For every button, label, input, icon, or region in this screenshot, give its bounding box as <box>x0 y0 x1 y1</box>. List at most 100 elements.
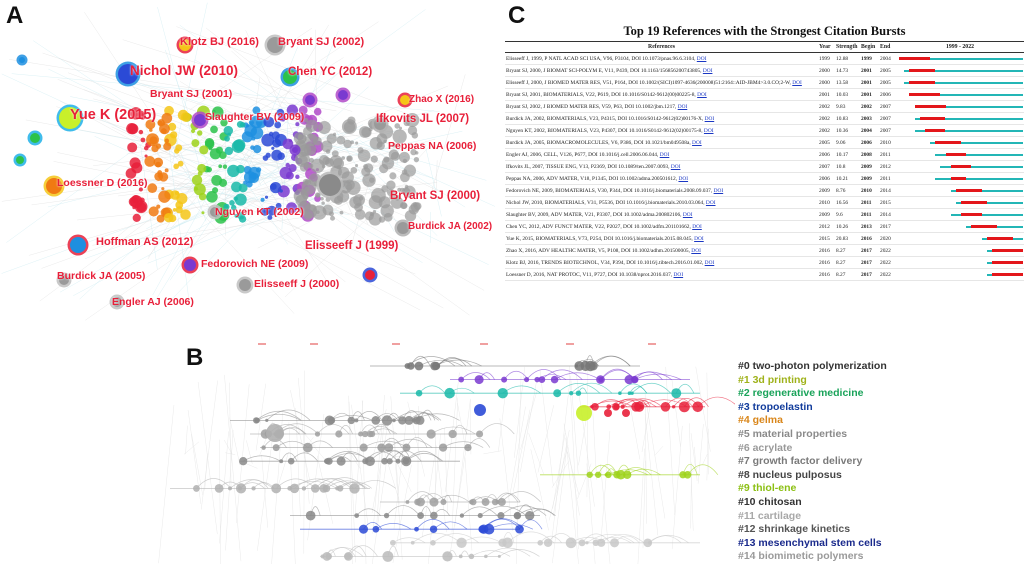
burst-row: Engler AJ, 2006, CELL, V126, P677, DOI 1… <box>505 148 1024 161</box>
timeline-node <box>417 512 425 520</box>
doi-link[interactable]: DOI <box>713 187 724 194</box>
network-node-label: Nguyen KT (2002) <box>215 206 304 218</box>
doi-link[interactable]: DOI <box>673 271 684 278</box>
timeline-link <box>219 431 229 544</box>
doi-link[interactable]: DOI <box>704 115 715 122</box>
reference-cell: Nichol JW, 2010, BIOMATERIALS, V31, P553… <box>505 196 818 209</box>
timeline-node <box>401 456 412 467</box>
timeline-arc <box>442 441 484 448</box>
timeline-arc <box>356 508 381 516</box>
timeline-arc <box>501 491 541 503</box>
reference-cell-text: Engler AJ, 2006, CELL, V126, P677, DOI 1… <box>506 151 659 158</box>
timeline-node <box>301 486 307 491</box>
doi-link[interactable]: DOI <box>682 211 693 218</box>
timeline-node <box>609 538 620 548</box>
doi-link[interactable]: DOI <box>691 247 701 254</box>
doi-link[interactable]: DOI <box>670 163 681 170</box>
network-node <box>318 155 330 166</box>
timeline-node <box>524 377 530 383</box>
timeline-node <box>337 485 344 492</box>
timeline-arc <box>608 469 648 476</box>
doi-link[interactable]: DOI <box>792 79 802 86</box>
timeline-link <box>690 433 696 468</box>
timeline-link <box>297 377 310 504</box>
network-node <box>355 141 359 145</box>
burst-timeline-cell <box>896 184 1024 197</box>
doi-link[interactable]: DOI <box>705 199 716 206</box>
doi-link[interactable]: DOI <box>678 175 689 182</box>
timeline-link <box>197 381 218 535</box>
burst-timeline-cell <box>896 76 1024 89</box>
strength-cell-text: 10.83 <box>836 115 849 122</box>
end-cell-text: 2005 <box>880 79 891 86</box>
network-hub-node <box>59 107 81 129</box>
network-edge <box>424 143 442 217</box>
doi-link[interactable]: DOI <box>696 55 707 62</box>
reference-cell: Chen YC, 2012, ADV FUNCT MATER, V22, P20… <box>505 220 818 233</box>
timeline-node <box>543 538 553 547</box>
doi-link[interactable]: DOI <box>692 223 702 230</box>
network-node <box>191 174 203 186</box>
burst-baseline <box>904 82 1023 84</box>
year-cell-text: 2001 <box>819 91 830 98</box>
timeline-link <box>530 449 549 531</box>
timeline-arc <box>471 550 511 557</box>
doi-link[interactable]: DOI <box>704 259 715 266</box>
doi-link[interactable]: DOI <box>702 67 713 74</box>
timeline-arc <box>326 480 368 489</box>
network-node <box>266 205 277 216</box>
doi-link[interactable]: DOI <box>703 127 714 134</box>
timeline-arc <box>239 482 265 489</box>
timeline-node <box>477 513 483 519</box>
begin-cell-text: 1999 <box>861 55 872 62</box>
timeline-arc <box>647 534 689 544</box>
strength-cell-text: 10.36 <box>836 127 849 134</box>
timeline-arc <box>586 533 635 544</box>
network-node <box>212 109 216 114</box>
reference-cell-text: Slaughter BV, 2009, ADV MATER, V21, P330… <box>506 211 682 218</box>
timeline-node <box>359 443 368 452</box>
timeline-arc <box>347 545 367 557</box>
burst-baseline <box>914 118 1023 120</box>
strength-cell: 14.73 <box>835 64 860 77</box>
network-node <box>379 164 389 174</box>
timeline-link <box>303 370 305 554</box>
timeline-node <box>265 418 269 422</box>
timeline-node <box>588 361 598 371</box>
timeline-link <box>295 408 301 517</box>
network-node-label: Fedorovich NE (2009) <box>201 258 309 270</box>
reference-cell: Slaughter BV, 2009, ADV MATER, V21, P330… <box>505 208 818 221</box>
timeline-node <box>305 510 316 521</box>
timeline-node <box>381 415 393 426</box>
reference-cell: Nguyen KT, 2002, BIOMATERIALS, V23, P430… <box>505 124 818 137</box>
begin-cell-text: 2017 <box>861 271 872 278</box>
network-node <box>237 212 245 220</box>
strength-cell: 10.26 <box>835 220 860 233</box>
network-node <box>274 121 282 129</box>
timeline-arc <box>266 409 311 421</box>
network-node <box>346 156 352 162</box>
timeline-arc <box>317 424 350 435</box>
timeline-link <box>346 447 361 470</box>
timeline-hub-node <box>576 405 592 421</box>
header-references: References <box>505 41 818 53</box>
timeline-link <box>351 404 369 525</box>
strength-cell-text: 9.6 <box>836 211 843 218</box>
timeline-node <box>606 404 612 410</box>
doi-link[interactable]: DOI <box>659 151 670 158</box>
timeline-year-tick <box>480 343 488 345</box>
timeline-node <box>604 473 608 477</box>
doi-link[interactable]: DOI <box>694 235 704 242</box>
year-cell: 2000 <box>818 64 835 77</box>
burst-timeline-cell <box>896 232 1024 245</box>
doi-link[interactable]: DOI <box>692 139 702 146</box>
burst-timeline-cell <box>896 160 1024 173</box>
timeline-node <box>287 486 293 491</box>
network-edge <box>9 59 337 112</box>
network-edge <box>6 124 169 243</box>
year-cell-text: 2000 <box>819 79 830 86</box>
timeline-arc <box>687 464 719 476</box>
doi-link[interactable]: DOI <box>677 103 688 110</box>
doi-link[interactable]: DOI <box>697 91 707 98</box>
year-cell: 2015 <box>818 232 835 245</box>
